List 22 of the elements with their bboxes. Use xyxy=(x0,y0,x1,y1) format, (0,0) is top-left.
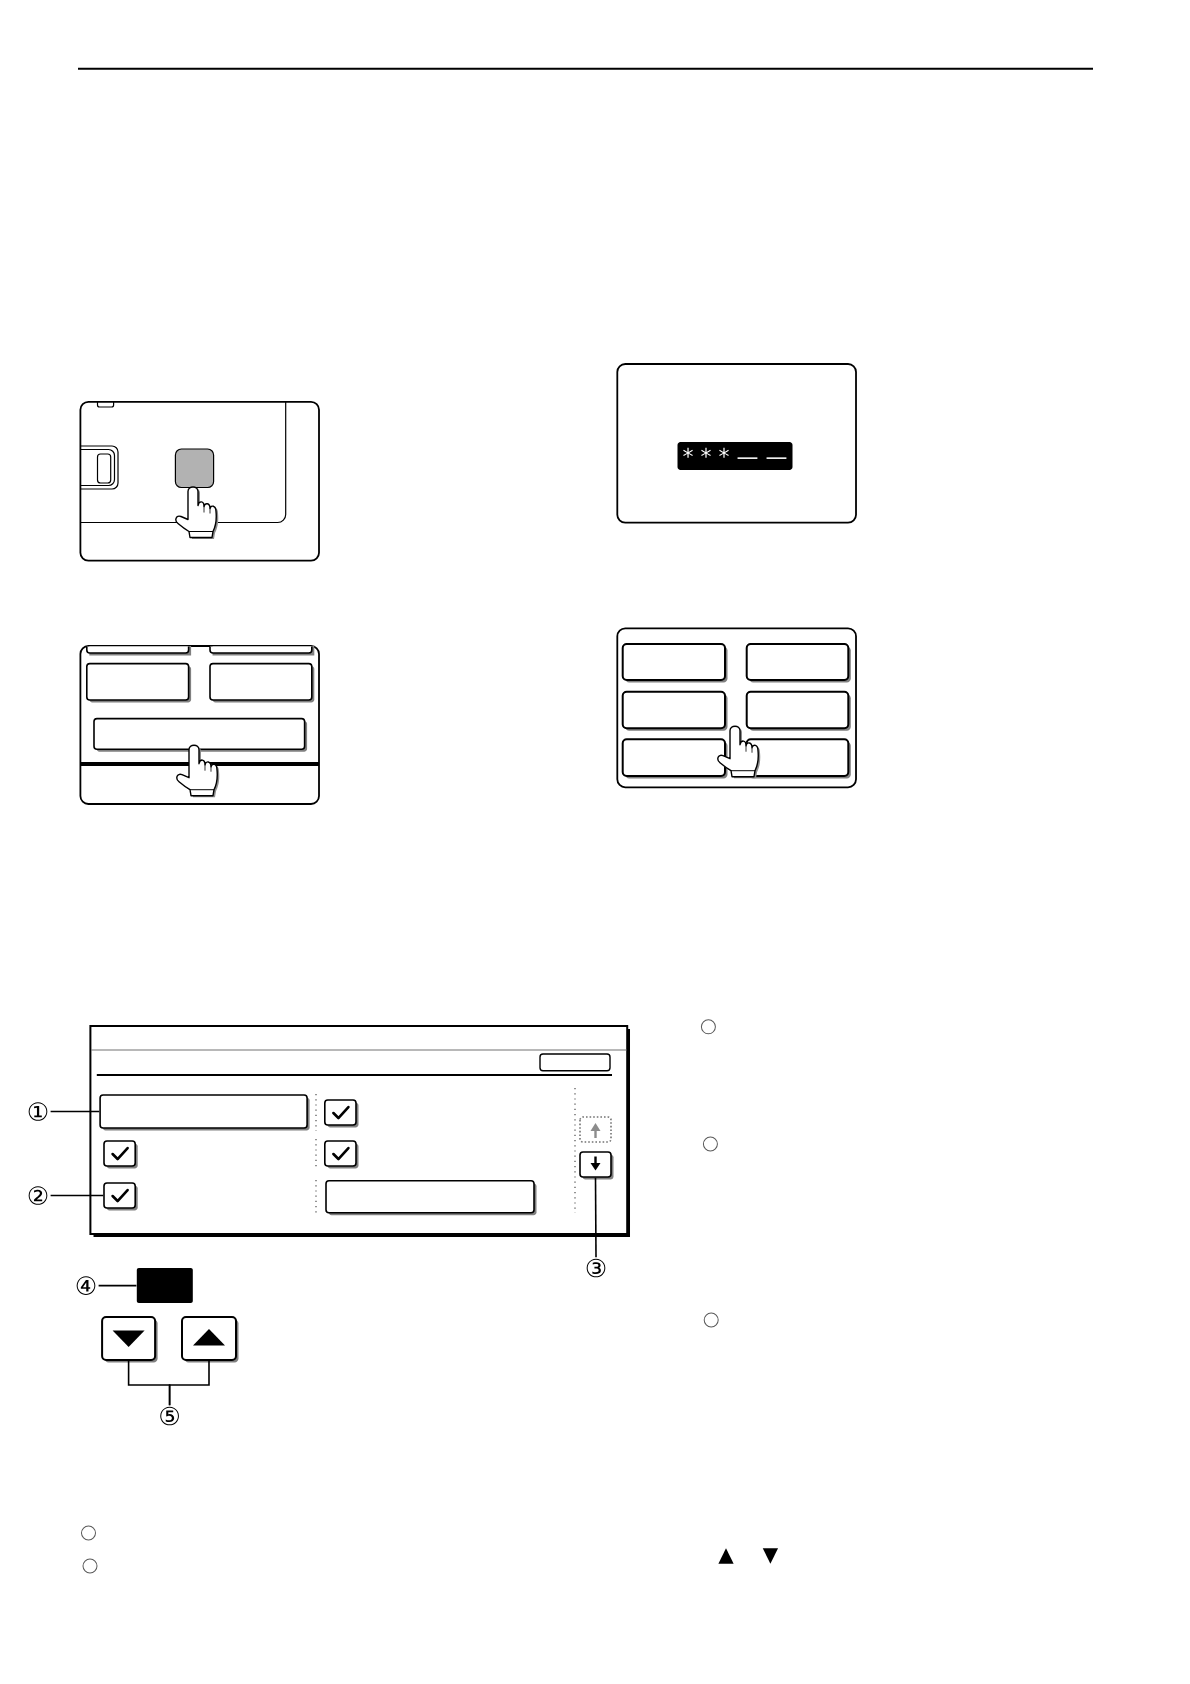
callout-number: ⑤ xyxy=(160,1406,179,1426)
scroll-down-button xyxy=(579,1151,614,1180)
callout-number: ④ xyxy=(76,1276,96,1295)
checkbox xyxy=(103,1182,138,1211)
text-field xyxy=(325,1180,537,1216)
checkbox xyxy=(324,1140,359,1169)
checkbox xyxy=(324,1099,359,1128)
triangle-symbol: ▼ xyxy=(762,1548,779,1564)
text-field xyxy=(99,1094,310,1131)
triangle-symbol: ▲ xyxy=(718,1548,734,1564)
password-display: * * * — — xyxy=(677,442,793,470)
leader-line xyxy=(97,1284,138,1287)
callout-number: ③ xyxy=(586,1258,606,1278)
leader-line xyxy=(49,1194,104,1197)
up-key xyxy=(181,1315,239,1363)
leader-line xyxy=(594,1177,597,1259)
readout-display xyxy=(136,1268,193,1304)
callout-number: ② xyxy=(28,1186,48,1205)
callout-number: ① xyxy=(28,1102,48,1121)
leader-line xyxy=(168,1360,210,1407)
leader-line xyxy=(49,1110,101,1113)
checkbox xyxy=(103,1140,138,1169)
